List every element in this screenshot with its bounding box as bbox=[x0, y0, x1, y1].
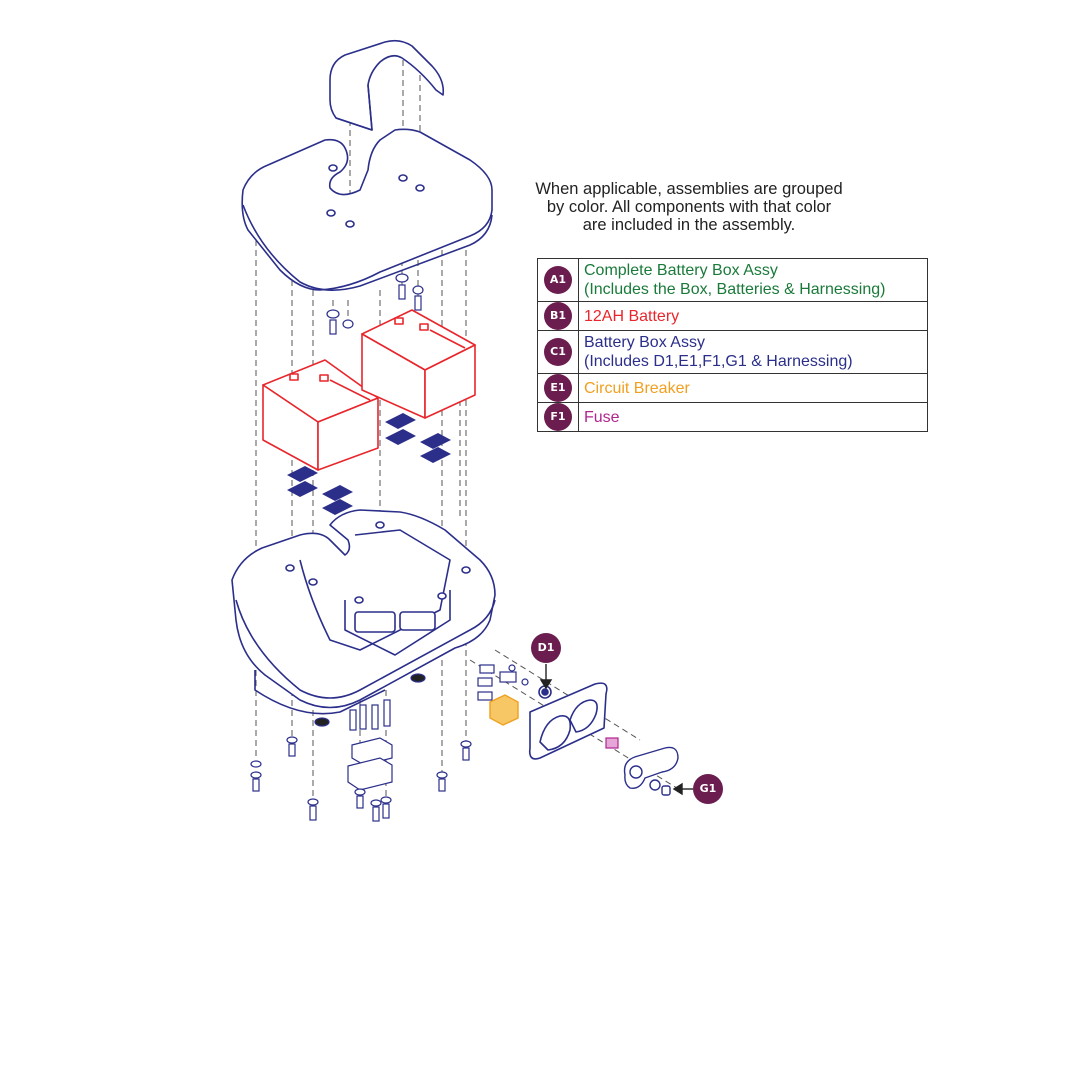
battery-right bbox=[361, 309, 476, 419]
legend-b1-text: 12AH Battery bbox=[578, 301, 928, 331]
fuse bbox=[605, 737, 619, 749]
legend-b1-line-1: 12AH Battery bbox=[584, 307, 680, 325]
legend-row-b1: B1 12AH Battery bbox=[537, 301, 928, 331]
callout-leaders bbox=[539, 664, 693, 796]
note-line-2: by color. All components with that color bbox=[546, 198, 832, 216]
badge-a1: A1 bbox=[544, 266, 572, 294]
foam-pads bbox=[287, 413, 451, 515]
circuit-breaker bbox=[489, 694, 519, 726]
badge-c1: C1 bbox=[544, 338, 572, 366]
legend-a1-line-2: (Includes the Box, Batteries & Harnessin… bbox=[584, 281, 886, 298]
legend-f1-line-1: Fuse bbox=[584, 408, 620, 426]
legend-c1-line-2: (Includes D1,E1,F1,G1 & Harnessing) bbox=[584, 353, 853, 370]
battery-left bbox=[262, 359, 379, 471]
lid-screws bbox=[326, 273, 424, 335]
legend-c1-text: Battery Box Assy (Includes D1,E1,F1,G1 &… bbox=[578, 330, 928, 374]
note-line-3: are included in the assembly. bbox=[582, 216, 796, 234]
legend-f1-text: Fuse bbox=[578, 402, 928, 432]
callout-g1: G1 bbox=[693, 774, 723, 804]
legend-row-e1: E1 Circuit Breaker bbox=[537, 373, 928, 403]
legend-row-f1: F1 Fuse bbox=[537, 402, 928, 432]
legend-e1-text: Circuit Breaker bbox=[578, 373, 928, 403]
legend-c1-line-1: Battery Box Assy bbox=[584, 334, 705, 351]
fuse-cover bbox=[623, 746, 679, 796]
badge-b1: B1 bbox=[544, 302, 572, 330]
color-grouping-note: When applicable, assemblies are grouped … bbox=[508, 180, 870, 234]
harness-connectors bbox=[477, 664, 529, 701]
legend-a1-line-1: Complete Battery Box Assy bbox=[584, 262, 778, 279]
badge-e1: E1 bbox=[544, 374, 572, 402]
note-line-1: When applicable, assemblies are grouped bbox=[535, 180, 843, 198]
legend-a1-text: Complete Battery Box Assy (Includes the … bbox=[578, 258, 928, 302]
bottom-hardware bbox=[250, 673, 472, 822]
callout-d1: D1 bbox=[531, 633, 561, 663]
badge-f1: F1 bbox=[544, 403, 572, 431]
side-panel-plate bbox=[528, 682, 608, 760]
battery-box-lid bbox=[241, 128, 493, 291]
battery-box-base bbox=[231, 509, 496, 715]
legend-row-c1: C1 Battery Box Assy (Includes D1,E1,F1,G… bbox=[537, 330, 928, 374]
carry-handle bbox=[329, 39, 445, 131]
assembly-legend: A1 Complete Battery Box Assy (Includes t… bbox=[537, 258, 928, 432]
legend-row-a1: A1 Complete Battery Box Assy (Includes t… bbox=[537, 258, 928, 302]
legend-e1-line-1: Circuit Breaker bbox=[584, 379, 690, 397]
